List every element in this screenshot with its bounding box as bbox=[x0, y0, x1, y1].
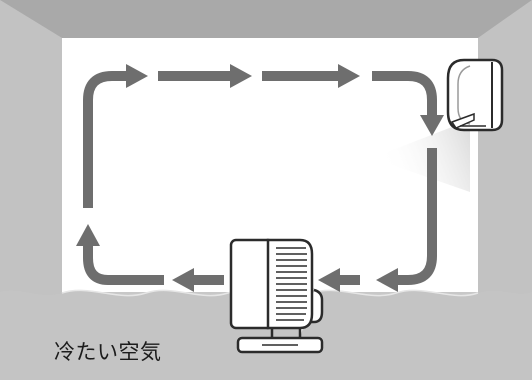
arrowhead-right-2 bbox=[230, 64, 252, 88]
arrowhead-left-3 bbox=[172, 268, 194, 292]
arrow-up-left-corner bbox=[83, 71, 128, 208]
arrow-bottom-left-corner bbox=[83, 246, 164, 285]
left-wall bbox=[0, 0, 62, 345]
circulator-fan-icon bbox=[229, 238, 324, 354]
fan-grille bbox=[276, 247, 307, 321]
cold-air-label: 冷たい空気 bbox=[54, 340, 162, 364]
circulation-arrows bbox=[83, 71, 437, 285]
arrow-right-down bbox=[396, 148, 437, 285]
air-conditioner-icon bbox=[446, 58, 504, 132]
arrowhead-right-1 bbox=[126, 64, 148, 88]
ceiling bbox=[0, 0, 532, 38]
arrowhead-left-1 bbox=[376, 268, 398, 292]
cold-air-flow bbox=[372, 120, 470, 192]
fan-body bbox=[229, 238, 275, 330]
arrowhead-right-3 bbox=[338, 64, 360, 88]
arrow-top-right-corner bbox=[372, 71, 437, 117]
arrowhead-left-2 bbox=[318, 268, 340, 292]
arrow-heads bbox=[76, 64, 444, 292]
arrowhead-up-1 bbox=[76, 224, 100, 246]
arrowhead-down-1 bbox=[420, 115, 444, 136]
cold-air-layer bbox=[0, 290, 532, 380]
